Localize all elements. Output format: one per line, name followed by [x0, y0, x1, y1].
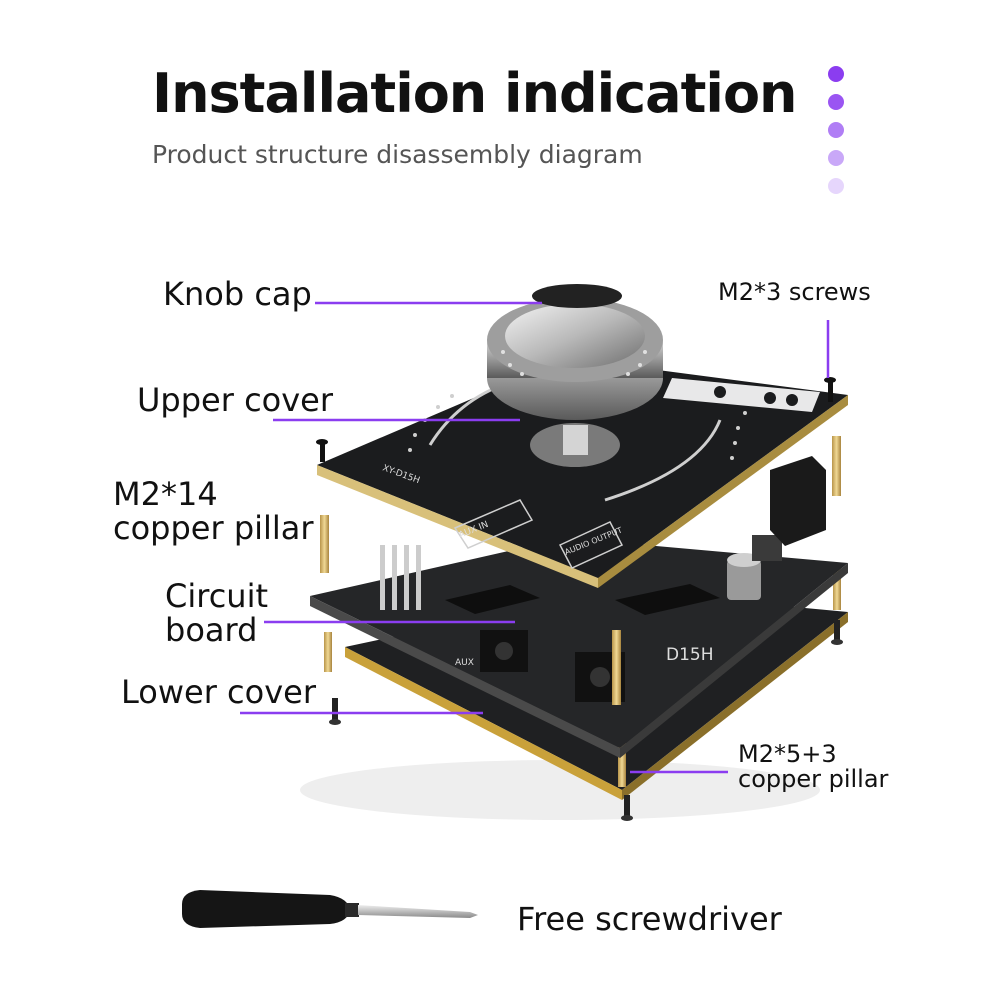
label-m2-5-3-line2: copper pillar — [738, 765, 889, 794]
label-circuit-line2: board — [165, 610, 258, 649]
dot-3 — [828, 122, 844, 138]
dot-2 — [828, 94, 844, 110]
m2-3-screw — [824, 377, 836, 402]
dot-4 — [828, 150, 844, 166]
knob-cap — [487, 284, 663, 420]
aux-board-text: AUX — [455, 658, 474, 668]
label-knob-cap: Knob cap — [163, 275, 312, 313]
label-lower-cover: Lower cover — [121, 673, 316, 711]
label-screwdriver-text: Free screwdriver — [517, 900, 782, 938]
decorative-dots — [828, 66, 844, 206]
label-m2-5-3-pillar: M2*5+3 copper pillar — [738, 740, 889, 794]
label-m2-5-3-line1: M2*5+3 — [738, 740, 837, 768]
circuit-board: AUX D15H — [310, 456, 848, 758]
ground-shadow — [300, 760, 820, 820]
label-lower-cover-text: Lower cover — [121, 673, 316, 711]
screwdriver-illustration — [182, 890, 478, 928]
lower-copper-pillars — [324, 565, 843, 821]
dot-5 — [828, 178, 844, 194]
upper-cover: AUX IN AUDIO OUTPUT XY-D15H — [316, 358, 848, 588]
label-circuit-board: Circuit board — [165, 577, 268, 649]
page-title: Installation indication — [152, 62, 797, 125]
dot-1 — [828, 66, 844, 82]
label-m2-14-line1: M2*14 — [113, 475, 218, 513]
label-circuit-line1: Circuit — [165, 577, 268, 615]
label-m2-3-screws-text: M2*3 screws — [718, 278, 871, 306]
label-upper-cover: Upper cover — [137, 381, 334, 419]
model-board-text: D15H — [666, 645, 714, 665]
label-screwdriver: Free screwdriver — [517, 900, 782, 938]
leader-lines — [240, 301, 830, 774]
label-knob-cap-text: Knob cap — [163, 275, 312, 313]
label-m2-3-screws: M2*3 screws — [718, 278, 871, 306]
label-m2-14-line2: copper pillar — [113, 508, 314, 547]
label-m2-14-pillar: M2*14 copper pillar — [113, 475, 314, 547]
label-upper-cover-text: Upper cover — [137, 381, 334, 419]
upper-copper-pillars — [320, 436, 841, 705]
page-subtitle: Product structure disassembly diagram — [152, 140, 643, 169]
